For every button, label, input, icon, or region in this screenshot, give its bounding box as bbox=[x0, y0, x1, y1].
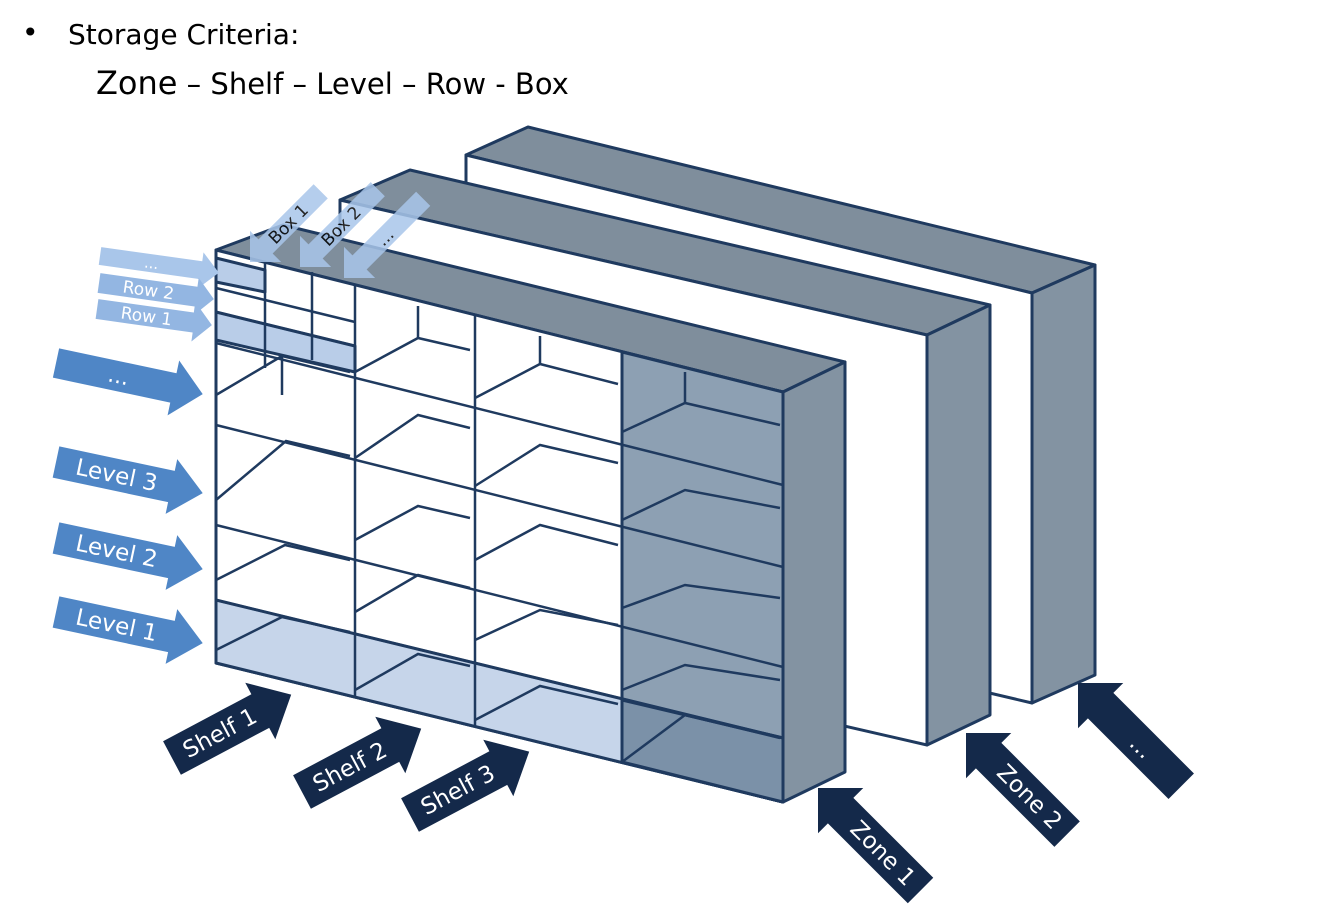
cell-back bbox=[621, 713, 781, 764]
row-more-label: ... bbox=[143, 253, 160, 273]
row-divider bbox=[215, 310, 356, 348]
cell-back bbox=[215, 543, 351, 582]
cell-back bbox=[474, 443, 619, 488]
cell-back bbox=[474, 523, 619, 562]
zone-more-arrow: ... bbox=[1078, 683, 1194, 799]
row-2-label: Row 2 bbox=[121, 277, 175, 304]
level-arrows: ... Level 3 Level 2 Level 1 bbox=[52, 348, 203, 664]
cell-back bbox=[354, 504, 471, 542]
level-divider bbox=[215, 523, 784, 669]
rack-front bbox=[214, 223, 847, 804]
shelf-1-arrow: Shelf 1 bbox=[163, 682, 292, 775]
cell-back bbox=[354, 573, 471, 614]
cell-back bbox=[215, 615, 351, 652]
row-divider bbox=[215, 286, 356, 324]
level-divider bbox=[215, 341, 784, 487]
bullet-marker: • bbox=[22, 16, 39, 49]
slide-header: • Storage Criteria: Zone – Shelf – Level… bbox=[0, 0, 700, 110]
box-arrows: Box 1 Box 2 ... bbox=[250, 182, 431, 278]
cell-back bbox=[354, 413, 471, 460]
row-arrows: ... Row 2 Row 1 bbox=[95, 247, 219, 342]
level-2-arrow: Level 2 bbox=[52, 522, 203, 590]
cell-back bbox=[354, 652, 471, 692]
cell-back bbox=[474, 684, 619, 722]
rack-front-grid bbox=[215, 262, 784, 764]
criteria-line: Zone – Shelf – Level – Row - Box bbox=[96, 64, 569, 102]
cell-back bbox=[621, 488, 781, 522]
criteria-zone: Zone bbox=[96, 64, 178, 102]
zone-2-arrow: Zone 2 bbox=[966, 733, 1080, 847]
cell-back bbox=[621, 663, 781, 692]
row-1-label: Row 1 bbox=[119, 303, 173, 330]
level-more-arrow: ... bbox=[52, 348, 203, 416]
cell-back bbox=[215, 439, 351, 501]
level-more-label: ... bbox=[106, 362, 132, 391]
cell-back bbox=[621, 583, 781, 610]
criteria-rest: – Shelf – Level – Row - Box bbox=[177, 67, 569, 101]
level-divider bbox=[215, 423, 784, 569]
rack-back-side bbox=[1030, 263, 1097, 705]
row-more-arrow: ... bbox=[98, 247, 219, 289]
storage-criteria-title: Storage Criteria: bbox=[68, 18, 300, 51]
shelf-3-arrow: Shelf 3 bbox=[401, 739, 530, 832]
level-1-arrow: Level 1 bbox=[52, 596, 203, 664]
zone-1-arrow: Zone 1 bbox=[818, 788, 934, 904]
level-3-arrow: Level 3 bbox=[52, 446, 203, 514]
rack-front-side bbox=[781, 360, 847, 804]
cell-back bbox=[474, 608, 619, 642]
rack-middle-side bbox=[925, 303, 992, 747]
